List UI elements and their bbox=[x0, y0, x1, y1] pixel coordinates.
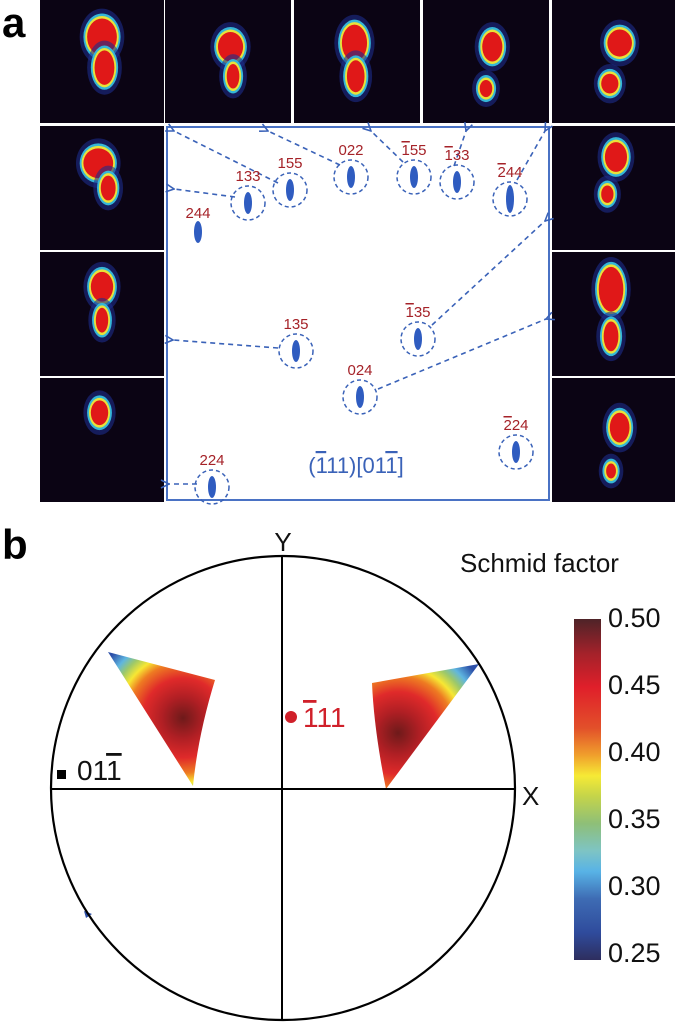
reflection-label: 244 bbox=[185, 205, 210, 222]
diffraction-tile bbox=[552, 378, 675, 502]
reflection-spot: 224 bbox=[194, 452, 230, 505]
reflection-label: 022 bbox=[338, 142, 363, 159]
colorbar-tick-label: 0.50 bbox=[608, 603, 661, 633]
pole-111-label: 111 bbox=[303, 702, 346, 733]
panel-a-label: a bbox=[2, 0, 26, 46]
panel-b-label: b bbox=[2, 521, 28, 568]
reflection-spot: 244 bbox=[492, 164, 528, 217]
colorbar bbox=[574, 619, 601, 960]
colorbar-tick-label: 0.25 bbox=[608, 938, 661, 968]
x-axis-label: X bbox=[522, 781, 539, 811]
reflection-label: 155 bbox=[401, 142, 426, 159]
reflection-spot: 135 bbox=[278, 316, 314, 369]
diffraction-tile bbox=[40, 126, 164, 250]
diffraction-tile bbox=[40, 0, 164, 123]
reflection-label: 024 bbox=[347, 362, 372, 379]
reflection-spot: 024 bbox=[342, 362, 378, 415]
diffraction-tile bbox=[552, 126, 675, 250]
reflection-label: 224 bbox=[199, 452, 224, 469]
reflection-label: 224 bbox=[503, 417, 528, 434]
reflection-label: 244 bbox=[497, 164, 522, 181]
diffraction-tile bbox=[423, 0, 549, 123]
diffraction-tile bbox=[552, 252, 675, 376]
reflection-label: 133 bbox=[235, 168, 260, 185]
pole-011-label: 011 bbox=[77, 755, 122, 786]
reflection-spot: 155 bbox=[272, 155, 308, 208]
reflection-map: 244 133 155 022 155 133 244 135 135 024 224 224 (11… bbox=[0, 0, 685, 505]
reflection-label: 155 bbox=[277, 155, 302, 172]
reflection-label: 135 bbox=[405, 304, 430, 321]
reflection-label: 135 bbox=[283, 316, 308, 333]
stereographic-projection: Y X 111 011 bbox=[49, 527, 539, 1022]
pole-011-marker bbox=[57, 770, 66, 779]
colorbar-tick-label: 0.45 bbox=[608, 670, 661, 700]
colorbar-tick-label: 0.40 bbox=[608, 737, 661, 767]
pole-111-marker bbox=[285, 711, 297, 723]
diffraction-tile bbox=[40, 252, 164, 376]
diffraction-tile bbox=[165, 0, 291, 123]
reflection-label: 133 bbox=[444, 147, 469, 164]
diffraction-tile bbox=[552, 0, 675, 123]
colorbar-title: Schmid factor bbox=[460, 548, 619, 578]
diffraction-tile bbox=[294, 0, 420, 123]
reflection-spot: 155 bbox=[396, 142, 432, 195]
reflection-spot: 244 bbox=[185, 205, 211, 243]
colorbar-tick-label: 0.35 bbox=[608, 804, 661, 834]
schmid-sector-right bbox=[372, 664, 479, 789]
reflection-spot: 224 bbox=[498, 417, 534, 470]
slip-system-title: (111)[011] bbox=[308, 453, 403, 478]
colorbar-tick-label: 0.30 bbox=[608, 871, 661, 901]
schmid-sector-left bbox=[108, 652, 215, 786]
reflection-spot: 022 bbox=[333, 142, 369, 195]
diffraction-tile bbox=[40, 378, 164, 502]
reflection-spot: 133 bbox=[230, 168, 266, 221]
reflection-spot: 135 bbox=[400, 304, 436, 357]
y-axis-label: Y bbox=[274, 527, 291, 557]
reflection-spot: 133 bbox=[439, 147, 475, 200]
